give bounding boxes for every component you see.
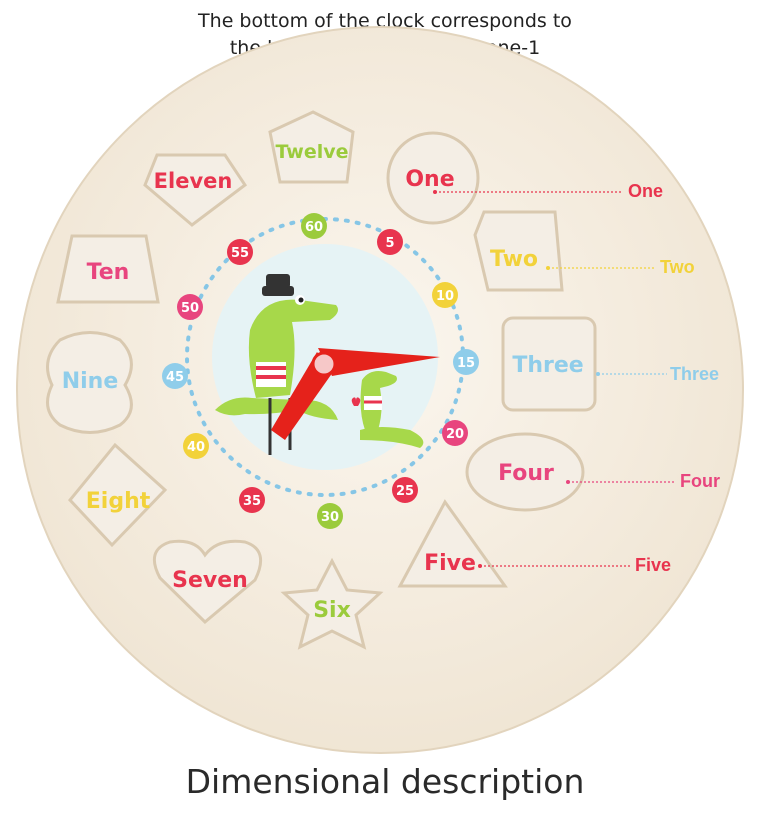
callout-dot-four xyxy=(566,480,570,484)
trapezoid-cutout xyxy=(473,210,564,292)
rhombus-cutout xyxy=(68,442,168,548)
block-label-twelve: Twelve xyxy=(275,141,348,163)
clover-cutout xyxy=(46,331,133,434)
block-label-six: Six xyxy=(313,598,351,623)
caption-line-1: The bottom of the clock corresponds to xyxy=(198,10,572,32)
shape-cutouts xyxy=(46,110,597,650)
circle-cutout xyxy=(386,131,480,225)
callout-label-two: Two xyxy=(660,257,695,277)
clock-hands xyxy=(271,348,440,440)
minute-25: 25 xyxy=(396,484,414,499)
pentagon-cutout xyxy=(268,110,355,184)
block-label-four: Four xyxy=(498,461,554,486)
block-label-one: One xyxy=(405,167,454,192)
minute-15: 15 xyxy=(457,356,475,371)
minute-30: 30 xyxy=(321,510,339,525)
minute-35: 35 xyxy=(243,494,261,509)
star-cutout xyxy=(280,557,384,650)
heart-cutout xyxy=(152,539,263,625)
minute-badges: 60 5 10 15 20 25 30 35 40 45 50 55 xyxy=(162,213,479,529)
block-label-eleven: Eleven xyxy=(154,169,233,193)
minute-hand xyxy=(318,348,440,376)
callout-lines xyxy=(435,191,676,567)
minute-50: 50 xyxy=(181,301,199,316)
block-label-five: Five xyxy=(424,551,476,576)
callout-label-one: One xyxy=(628,181,663,201)
block-label-ten: Ten xyxy=(87,260,130,285)
callout-label-four: Four xyxy=(680,471,720,491)
block-label-seven: Seven xyxy=(172,568,248,593)
block-label-three: Three xyxy=(512,353,583,378)
minute-40: 40 xyxy=(187,440,205,455)
hands-pivot xyxy=(311,351,337,377)
block-label-nine: Nine xyxy=(62,369,119,394)
callout-dot-one xyxy=(433,190,437,194)
diamond-cutout xyxy=(143,153,248,227)
minute-60: 60 xyxy=(305,220,323,235)
minute-5: 5 xyxy=(385,236,394,251)
trapezoid-cutout-left xyxy=(56,234,160,304)
minute-55: 55 xyxy=(231,246,249,261)
oval-cutout xyxy=(465,432,585,512)
minute-20: 20 xyxy=(446,427,464,442)
callout-label-three: Three xyxy=(670,364,719,384)
block-label-two: Two xyxy=(490,247,538,272)
section-title: Dimensional description xyxy=(185,762,585,801)
callout-label-five: Five xyxy=(635,555,671,575)
block-label-eight: Eight xyxy=(86,489,151,514)
callout-dot-five xyxy=(478,564,482,568)
callout-dot-two xyxy=(546,266,550,270)
square-cutout xyxy=(501,316,597,412)
minute-45: 45 xyxy=(166,370,184,385)
callout-dot-three xyxy=(596,372,600,376)
minute-10: 10 xyxy=(436,289,454,304)
